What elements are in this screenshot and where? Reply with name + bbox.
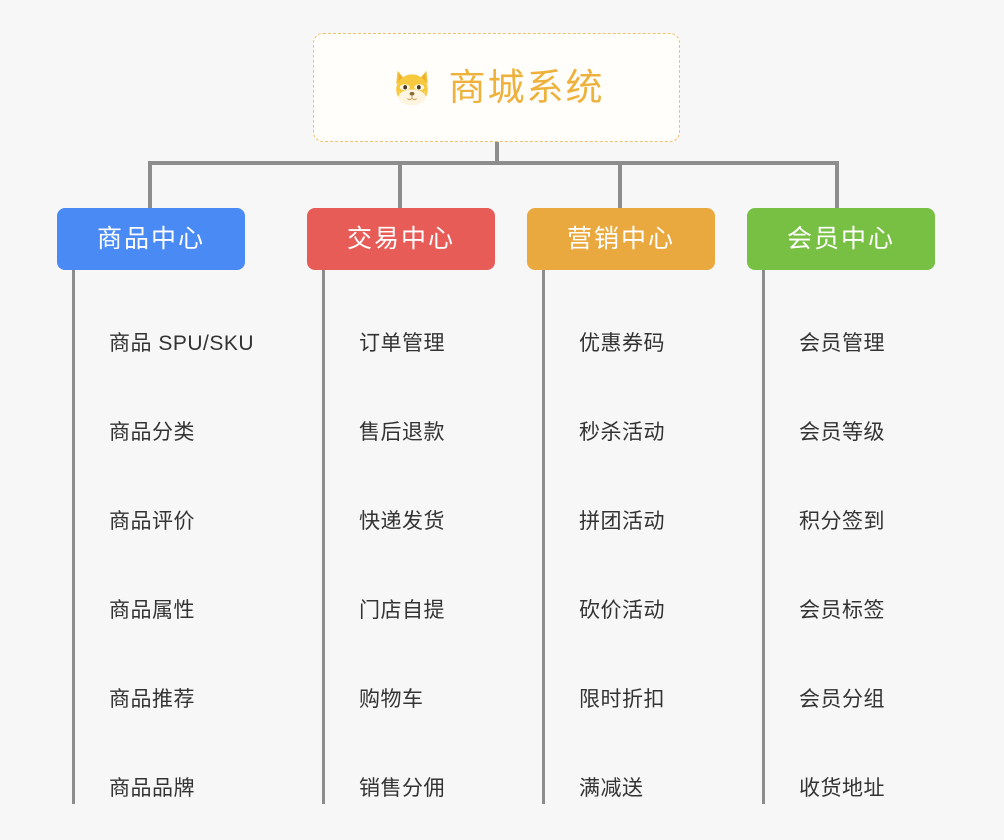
list-item-label: 会员标签 (799, 598, 885, 622)
list-item-label: 积分签到 (799, 509, 885, 533)
leaf-list-trade-center: 订单管理 售后退款 快递发货 门店自提 购物车 销售分佣 (322, 270, 495, 804)
list-item[interactable]: 拼团活动 (545, 448, 715, 537)
list-item-label: 订单管理 (359, 331, 445, 355)
column-product-center: 商品中心 商品 SPU/SKU 商品分类 商品评价 商品属性 商品推荐 商品品牌 (57, 208, 254, 804)
list-item-label: 会员等级 (799, 420, 885, 444)
list-item[interactable]: 门店自提 (325, 537, 495, 626)
list-item[interactable]: 砍价活动 (545, 537, 715, 626)
list-item[interactable]: 商品 SPU/SKU (75, 270, 254, 359)
list-item-label: 销售分佣 (359, 776, 445, 800)
category-label: 营销中心 (566, 224, 675, 253)
list-item[interactable]: 商品品牌 (75, 715, 245, 804)
list-item[interactable]: 限时折扣 (545, 626, 715, 715)
list-item-label: 秒杀活动 (579, 420, 665, 444)
list-item[interactable]: 订单管理 (325, 270, 495, 359)
category-header-marketing-center[interactable]: 营销中心 (527, 208, 715, 270)
list-item[interactable]: 积分签到 (765, 448, 935, 537)
list-item-label: 满减送 (579, 776, 644, 800)
list-item[interactable]: 优惠券码 (545, 270, 715, 359)
list-item[interactable]: 商品评价 (75, 448, 245, 537)
connector-bus (150, 161, 839, 165)
list-item[interactable]: 商品属性 (75, 537, 245, 626)
list-item-label: 商品 SPU/SKU (109, 331, 255, 355)
connector-drop-1 (398, 161, 402, 210)
list-item-label: 售后退款 (359, 420, 445, 444)
list-item-label: 商品推荐 (109, 687, 195, 711)
list-item[interactable]: 会员标签 (765, 537, 935, 626)
list-item[interactable]: 售后退款 (325, 359, 495, 448)
leaf-list-product-center: 商品 SPU/SKU 商品分类 商品评价 商品属性 商品推荐 商品品牌 (72, 270, 254, 804)
list-item-label: 商品分类 (109, 420, 195, 444)
shiba-dog-face-icon (395, 70, 428, 106)
list-item[interactable]: 销售分佣 (325, 715, 495, 804)
list-item-label: 收货地址 (799, 776, 885, 800)
list-item[interactable]: 会员管理 (765, 270, 935, 359)
list-item[interactable]: 快递发货 (325, 448, 495, 537)
list-item-label: 会员分组 (799, 687, 885, 711)
category-label: 会员中心 (786, 224, 895, 253)
category-label: 交易中心 (346, 224, 455, 253)
list-item-label: 商品品牌 (109, 776, 195, 800)
leaf-list-member-center: 会员管理 会员等级 积分签到 会员标签 会员分组 收货地址 (762, 270, 935, 804)
list-item[interactable]: 购物车 (325, 626, 495, 715)
list-item-label: 会员管理 (799, 331, 885, 355)
category-header-member-center[interactable]: 会员中心 (747, 208, 935, 270)
connector-drop-3 (835, 161, 839, 210)
list-item-label: 门店自提 (359, 598, 445, 622)
root-node[interactable]: 商城系统 (313, 33, 680, 142)
list-item[interactable]: 商品分类 (75, 359, 245, 448)
list-item-label: 快递发货 (359, 509, 445, 533)
column-trade-center: 交易中心 订单管理 售后退款 快递发货 门店自提 购物车 销售分佣 (307, 208, 495, 804)
list-item-label: 购物车 (359, 687, 424, 711)
column-marketing-center: 营销中心 优惠券码 秒杀活动 拼团活动 砍价活动 限时折扣 满减送 (527, 208, 715, 804)
connector-stem (495, 142, 499, 165)
list-item-label: 优惠券码 (579, 331, 665, 355)
category-header-product-center[interactable]: 商品中心 (57, 208, 245, 270)
list-item[interactable]: 收货地址 (765, 715, 935, 804)
list-item[interactable]: 会员分组 (765, 626, 935, 715)
list-item-label: 砍价活动 (579, 598, 665, 622)
list-item-label: 限时折扣 (579, 687, 665, 711)
connector-drop-0 (148, 161, 152, 210)
column-member-center: 会员中心 会员管理 会员等级 积分签到 会员标签 会员分组 收货地址 (747, 208, 935, 804)
list-item-label: 商品评价 (109, 509, 195, 533)
leaf-list-marketing-center: 优惠券码 秒杀活动 拼团活动 砍价活动 限时折扣 满减送 (542, 270, 715, 804)
category-header-trade-center[interactable]: 交易中心 (307, 208, 495, 270)
connector-drop-2 (618, 161, 622, 210)
root-title: 商城系统 (448, 67, 605, 108)
category-label: 商品中心 (96, 224, 205, 253)
list-item[interactable]: 商品推荐 (75, 626, 245, 715)
list-item[interactable]: 满减送 (545, 715, 715, 804)
list-item-label: 商品属性 (109, 598, 195, 622)
list-item[interactable]: 会员等级 (765, 359, 935, 448)
list-item[interactable]: 秒杀活动 (545, 359, 715, 448)
list-item-label: 拼团活动 (579, 509, 665, 533)
